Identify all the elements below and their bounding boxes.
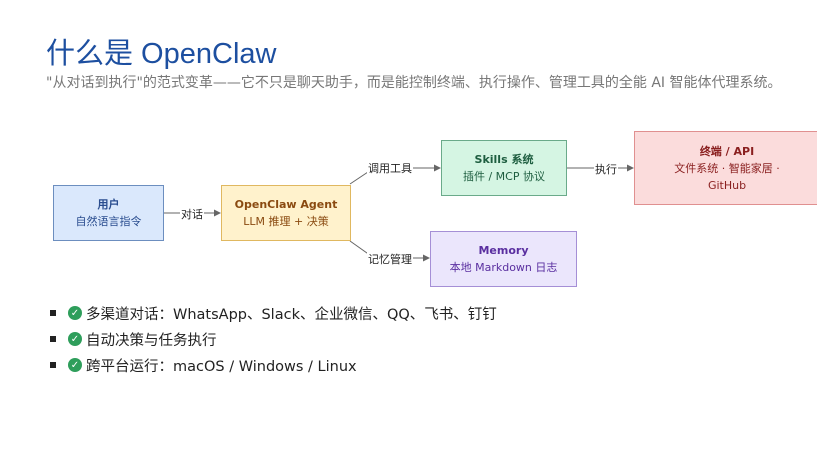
feature-text: 跨平台运行：macOS / Windows / Linux <box>86 358 357 375</box>
feature-text: 多渠道对话：WhatsApp、Slack、企业微信、QQ、飞书、钉钉 <box>86 306 497 323</box>
feature-list: ✓ 多渠道对话：WhatsApp、Slack、企业微信、QQ、飞书、钉钉 ✓ 自动决… <box>46 300 497 378</box>
node-agent: OpenClaw Agent LLM 推理 + 决策 <box>221 185 351 241</box>
node-terminal-title: 终端 / API <box>699 144 755 158</box>
node-memory-title: Memory <box>478 244 529 257</box>
node-user-desc: 自然语言指令 <box>75 215 142 228</box>
page-subtitle: "从对话到执行"的范式变革——它不只是聊天助手，而是能控制终端、执行操作、管理工… <box>46 75 782 91</box>
node-memory-desc: 本地 Markdown 日志 <box>449 261 558 274</box>
feature-item: ✓ 自动决策与任务执行 <box>46 326 497 352</box>
node-terminal: 终端 / API 文件系统 · 智能家居 · GitHub <box>634 131 817 205</box>
feature-item: ✓ 跨平台运行：macOS / Windows / Linux <box>46 352 497 378</box>
node-terminal-desc: 文件系统 · 智能家居 · GitHub <box>674 161 780 192</box>
node-skills-title: Skills 系统 <box>474 153 534 166</box>
node-user-title: 用户 <box>97 198 120 211</box>
page-title: 什么是 OpenClaw <box>46 38 277 70</box>
feature-text: 自动决策与任务执行 <box>86 332 217 349</box>
node-skills-desc: 插件 / MCP 协议 <box>462 170 545 183</box>
node-user: 用户 自然语言指令 <box>53 185 164 241</box>
bullet-square-icon <box>50 310 56 316</box>
check-circle-icon: ✓ <box>68 306 82 320</box>
edge-label-memory: 记忆管理 <box>367 251 413 267</box>
check-circle-icon: ✓ <box>68 358 82 372</box>
node-agent-title: OpenClaw Agent <box>234 198 338 211</box>
edge-label-execute: 执行 <box>594 161 618 177</box>
feature-item: ✓ 多渠道对话：WhatsApp、Slack、企业微信、QQ、飞书、钉钉 <box>46 300 497 326</box>
bullet-square-icon <box>50 362 56 368</box>
node-memory: Memory 本地 Markdown 日志 <box>430 231 577 287</box>
edge-label-chat: 对话 <box>180 206 204 222</box>
check-circle-icon: ✓ <box>68 332 82 346</box>
edge-label-call-tools: 调用工具 <box>367 160 413 176</box>
node-agent-desc: LLM 推理 + 决策 <box>243 215 329 228</box>
bullet-square-icon <box>50 336 56 342</box>
node-skills: Skills 系统 插件 / MCP 协议 <box>441 140 567 196</box>
